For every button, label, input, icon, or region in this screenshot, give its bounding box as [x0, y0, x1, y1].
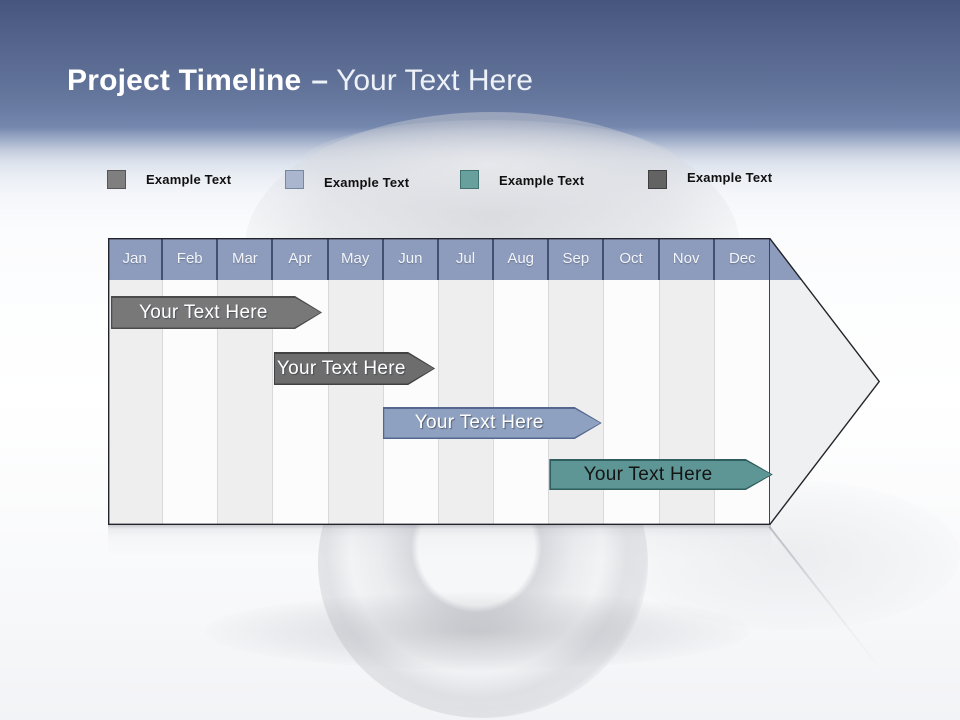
title-text-bold: Project Timeline — [67, 64, 302, 97]
month-header-may[interactable]: May — [329, 238, 384, 280]
legend-label: Example Text — [146, 172, 232, 187]
month-header-feb[interactable]: Feb — [163, 238, 219, 280]
month-header-sep[interactable]: Sep — [549, 238, 605, 280]
month-header-apr[interactable]: Apr — [273, 238, 329, 280]
arrowhead-junction-line — [768, 238, 770, 525]
month-column-may — [328, 280, 384, 525]
gantt-bar-label: Your Text Here — [276, 357, 406, 379]
gantt-bar-label: Your Text Here — [138, 301, 268, 323]
legend-swatch-periwinkle — [285, 170, 304, 189]
legend-label: Example Text — [687, 170, 773, 185]
month-column-jun — [383, 280, 439, 525]
month-header-mar[interactable]: Mar — [218, 238, 274, 280]
tire-watermark-top-highlight — [300, 120, 680, 210]
month-column-aug — [494, 280, 550, 525]
title-text-light: Your Text Here — [336, 64, 533, 97]
slide-title[interactable]: Project Timeline–Your Text Here — [67, 60, 533, 102]
legend-label: Example Text — [324, 175, 410, 190]
gantt-bar-fill: Your Text Here — [384, 409, 600, 438]
chart-reflection — [108, 525, 771, 557]
legend-swatch-gray — [107, 170, 126, 189]
month-column-jul — [438, 280, 495, 525]
legend-swatch-darkgray — [648, 170, 667, 189]
legend-swatch-teal — [460, 170, 479, 189]
legend-item-2[interactable]: Example Text — [285, 169, 409, 190]
legend-label: Example Text — [499, 173, 585, 188]
month-header-jan[interactable]: Jan — [108, 238, 164, 280]
gantt-bar-2[interactable]: Your Text Here — [274, 352, 436, 385]
legend-item-3[interactable]: Example Text — [460, 169, 584, 190]
arrowhead-fill — [770, 280, 880, 525]
gantt-bar-1[interactable]: Your Text Here — [111, 296, 322, 329]
month-header-aug[interactable]: Aug — [494, 238, 550, 280]
gantt-bar-fill: Your Text Here — [275, 354, 434, 384]
tire-watermark-shadow — [205, 592, 750, 670]
month-header-jun[interactable]: Jun — [384, 238, 439, 280]
gantt-bar-4[interactable]: Your Text Here — [549, 459, 772, 490]
title-dash: – — [311, 64, 329, 97]
month-header-nov[interactable]: Nov — [660, 238, 715, 280]
month-header-dec[interactable]: Dec — [728, 250, 756, 267]
month-header-oct[interactable]: Oct — [604, 238, 660, 280]
gantt-bar-label: Your Text Here — [583, 463, 713, 485]
legend-item-1[interactable]: Example Text — [107, 169, 231, 190]
gantt-bar-3[interactable]: Your Text Here — [383, 407, 602, 439]
month-header-jul[interactable]: Jul — [439, 238, 495, 280]
gantt-bar-fill: Your Text Here — [551, 461, 771, 489]
arrow-reflection-line — [768, 526, 883, 671]
gantt-bar-fill: Your Text Here — [112, 298, 320, 328]
gantt-bar-label: Your Text Here — [414, 412, 544, 433]
legend-item-4[interactable]: Example Text — [648, 169, 772, 190]
